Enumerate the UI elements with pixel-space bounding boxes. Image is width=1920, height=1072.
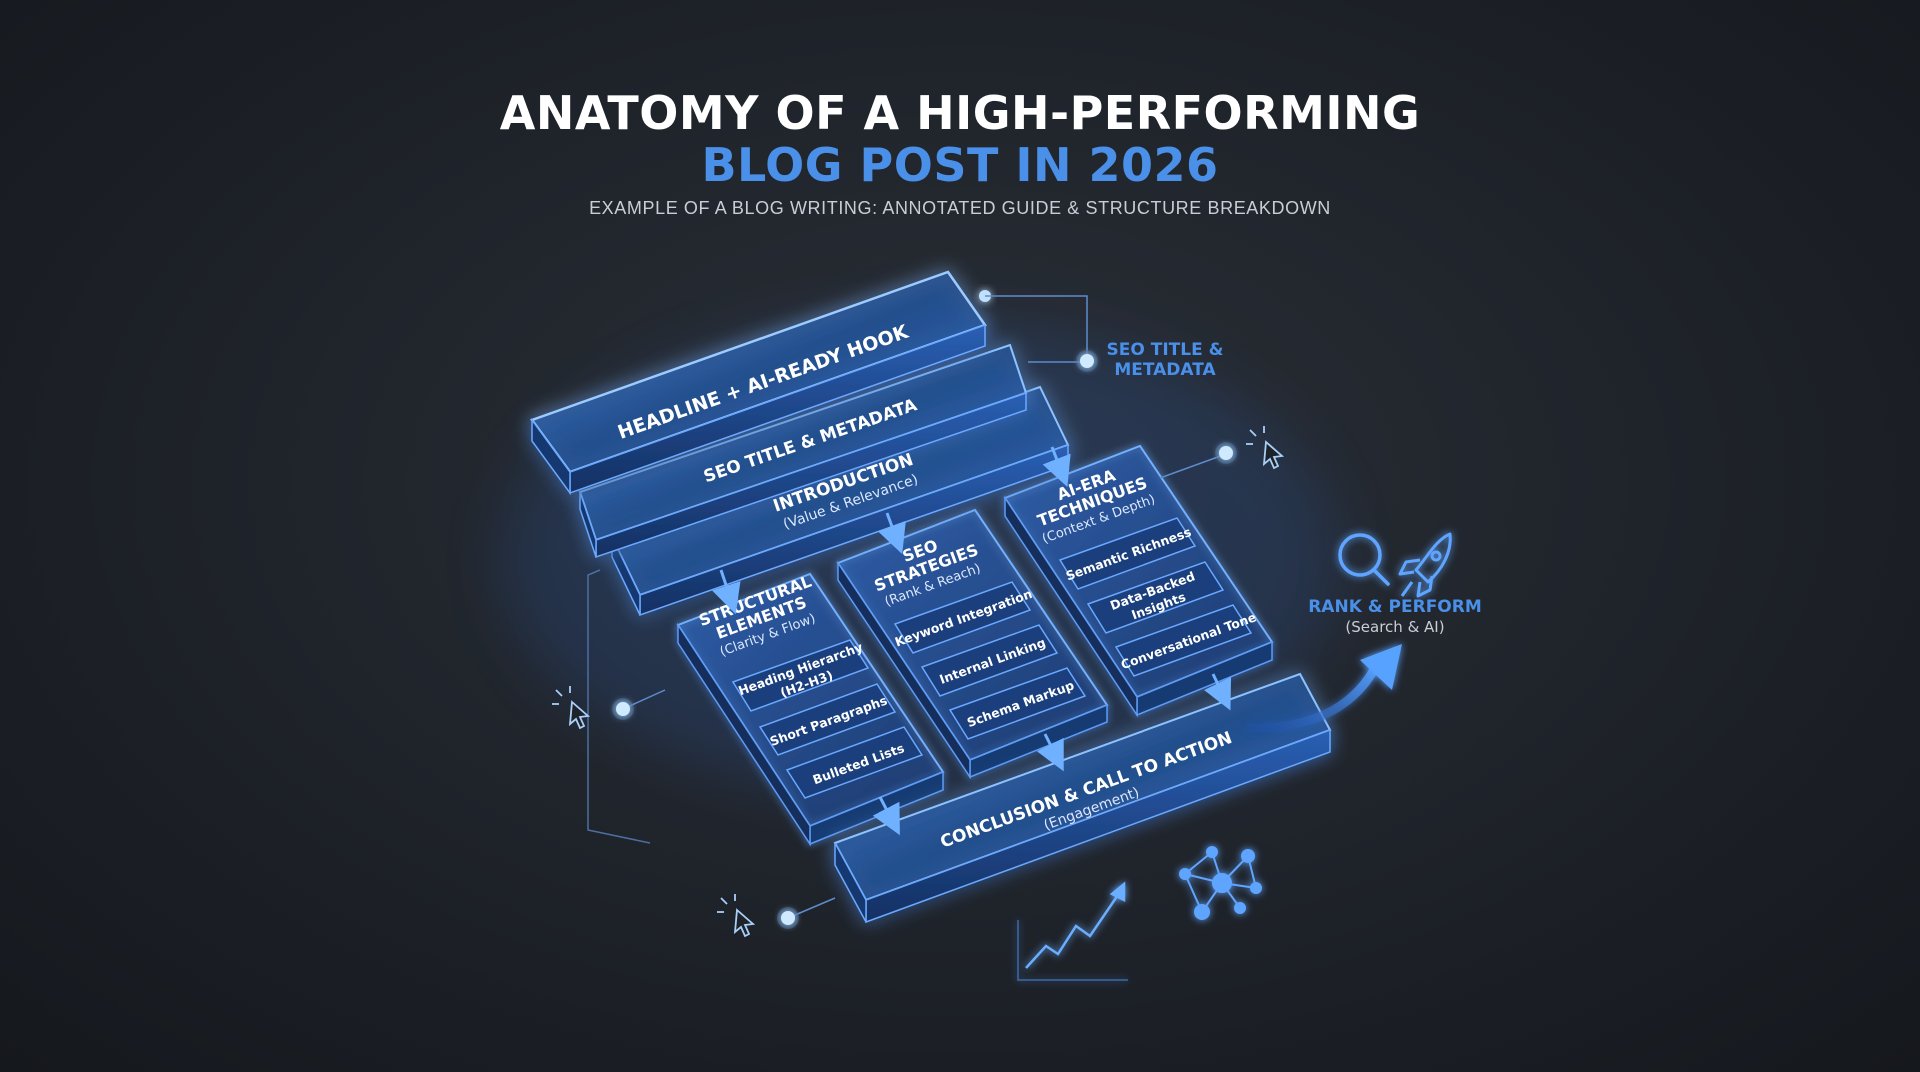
page-title-line1: ANATOMY OF A HIGH-PERFORMING bbox=[499, 86, 1421, 140]
callout-node-bottom bbox=[781, 911, 795, 925]
rank-arrow bbox=[1245, 657, 1383, 733]
arrow-ai-conclusion bbox=[1203, 673, 1232, 711]
callout-rank-sub: (Search & AI) bbox=[1345, 618, 1445, 636]
cursor-click-icon bbox=[552, 686, 591, 730]
ai-pill-2: Data-Backed Insights bbox=[1086, 561, 1225, 634]
arrow-seo-conclusion bbox=[1036, 733, 1064, 772]
callout-seo-title-line2: METADATA bbox=[1114, 360, 1216, 380]
callout-node-seo bbox=[1080, 354, 1094, 368]
callout-node-ai bbox=[1219, 446, 1233, 460]
page-subtitle: EXAMPLE OF A BLOG WRITING: ANNOTATED GUI… bbox=[589, 198, 1331, 218]
line-chart-icon bbox=[1017, 881, 1128, 981]
rank-arrowhead bbox=[1360, 644, 1402, 690]
arrow-structural-conclusion bbox=[872, 796, 900, 836]
slab-headline bbox=[530, 270, 987, 496]
rocket-icon bbox=[1398, 532, 1452, 598]
callout-seo-title-line1: SEO TITLE & bbox=[1106, 340, 1224, 360]
cursor-click-icon bbox=[717, 894, 756, 938]
slab-seo-title bbox=[578, 343, 1028, 559]
arrow-intro-structural bbox=[712, 569, 741, 615]
callout-node-left bbox=[616, 702, 630, 716]
arrow-intro-seo bbox=[877, 512, 906, 555]
page-title-line2: BLOG POST IN 2026 bbox=[701, 138, 1219, 192]
connector-headline bbox=[985, 295, 1088, 360]
left-bracket bbox=[587, 569, 651, 844]
arrow-intro-ai bbox=[1042, 446, 1071, 488]
slab-conclusion bbox=[833, 672, 1332, 924]
search-icon bbox=[1338, 533, 1390, 586]
network-icon bbox=[1179, 846, 1262, 920]
cursor-click-icon bbox=[1246, 426, 1285, 470]
callout-seo-title: SEO TITLE & METADATA bbox=[1090, 340, 1240, 380]
callout-rank-title: RANK & PERFORM bbox=[1308, 597, 1482, 617]
connector-ai bbox=[1159, 453, 1227, 479]
